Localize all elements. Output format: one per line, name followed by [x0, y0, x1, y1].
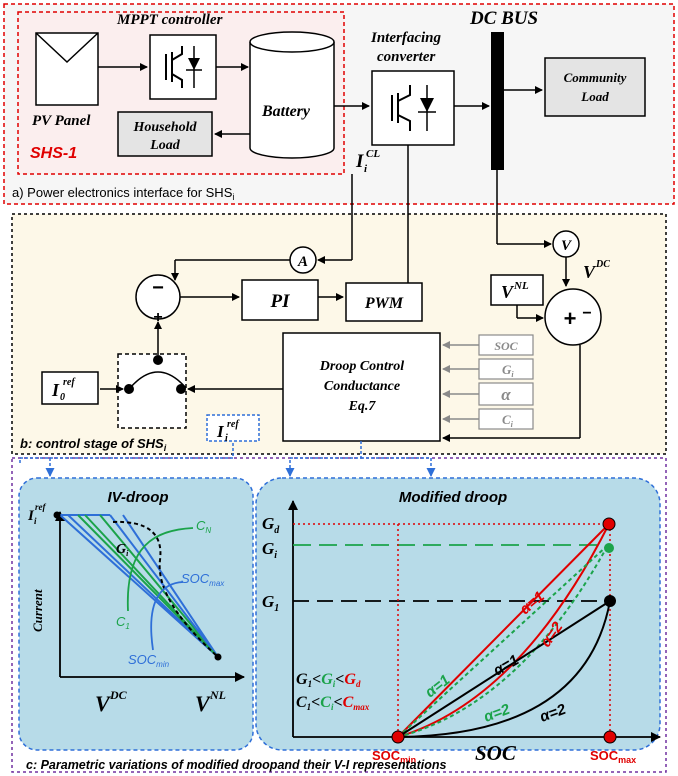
iv-cn-label: CN: [196, 518, 211, 535]
iv-droop-lines: [59, 514, 219, 658]
svg-text:DC: DC: [109, 688, 128, 702]
iv-socmax-label: SOCmax: [181, 571, 225, 588]
interfacing-label-line2: converter: [377, 49, 435, 65]
mppt-converter-icon: [149, 34, 217, 100]
i0-ref-box: [41, 371, 99, 405]
battery-label: Battery: [261, 103, 311, 120]
pwm-box: [345, 282, 423, 322]
iref-box: [206, 414, 260, 442]
interfacing-converter-icon: [371, 70, 455, 146]
svg-text:V: V: [195, 691, 212, 716]
iv-c1-label: C1: [116, 614, 130, 631]
pv-panel-icon: [35, 32, 99, 106]
svg-text:DC: DC: [595, 259, 610, 270]
battery-icon: [249, 31, 335, 159]
md-title: Modified droop: [399, 489, 507, 506]
household-load-line1: Household: [132, 120, 197, 135]
community-load-box: [544, 57, 646, 117]
iv-droop-panel: [18, 477, 254, 751]
pi-controller-box: [241, 279, 319, 321]
household-load-box: [117, 111, 213, 157]
iv-y-top-label: I i ref: [27, 502, 46, 526]
vnl-box-main: V: [501, 282, 515, 302]
section-b-caption: b: control stage of SHSi: [20, 436, 167, 453]
svg-text:ref: ref: [35, 502, 46, 512]
section-a-caption: a) Power electronics interface for SHSi: [12, 185, 234, 202]
voltage-sum-minus: −: [582, 305, 591, 322]
section-b: A V V DC − + PI PWM V NL + −: [11, 145, 667, 455]
iv-gi-label: Gi: [116, 542, 129, 558]
dc-bus-label: DC BUS: [469, 8, 538, 29]
dc-bus-bar: [491, 32, 504, 170]
community-load-line2: Load: [580, 89, 609, 104]
mppt-controller-label: MPPT controller: [116, 12, 223, 28]
pwm-label: PWM: [364, 295, 404, 312]
droop-line1: Droop Control: [319, 359, 405, 374]
community-load-line1: Community: [564, 70, 627, 85]
ammeter-label: A: [297, 254, 308, 270]
vnl-box: [490, 274, 544, 306]
md-g1-label: G1: [262, 592, 279, 614]
interfacing-label-line1: Interfacing: [370, 30, 442, 46]
shs-1-label: SHS-1: [30, 145, 77, 162]
svg-text:I: I: [27, 508, 35, 524]
svg-text:i: i: [364, 163, 368, 175]
iv-x-axis-label: V DC: [95, 688, 128, 716]
svg-text:ref: ref: [227, 419, 240, 430]
svg-text:V: V: [583, 262, 597, 282]
vdc-label: V DC: [583, 259, 610, 282]
svg-text:I: I: [355, 151, 364, 172]
svg-text:NL: NL: [209, 688, 226, 702]
svg-text:ref: ref: [63, 377, 76, 388]
svg-text:I: I: [51, 380, 60, 400]
vnl-box-sup: NL: [513, 280, 529, 292]
pv-panel-label: PV Panel: [32, 113, 91, 129]
iref-label: I i ref: [216, 419, 240, 444]
iv-droop-title: IV-droop: [107, 489, 168, 506]
voltage-sum-plus: +: [564, 306, 577, 331]
svg-text:V: V: [95, 691, 112, 716]
section-a: PV Panel SHS-1 MPPT controller Battery H…: [3, 3, 675, 205]
svg-text:i: i: [34, 516, 37, 526]
md-x-axis-label: SOC: [475, 741, 517, 765]
section-c: IV-droop I i ref Gi CN SOCmax C1 SOCmin …: [11, 441, 667, 773]
md-curves: [397, 523, 611, 738]
section-c-caption: c: Parametric variations of modified dro…: [26, 758, 447, 772]
input-alpha-label: α: [501, 385, 511, 404]
md-gd-label: Gd: [262, 514, 280, 536]
svg-text:CL: CL: [366, 148, 380, 160]
svg-text:0: 0: [60, 392, 65, 403]
input-c-label: Ci: [502, 412, 514, 429]
svg-text:i: i: [225, 433, 228, 444]
droop-control-box: [282, 332, 441, 442]
iv-socmin-label: SOCmin: [128, 652, 170, 669]
md-gi-label: Gi: [262, 539, 277, 561]
md-inequality-c: C1<Ci<Cmax: [296, 694, 370, 712]
error-sum-minus: −: [152, 277, 164, 299]
md-socmin-label: SOCmin: [372, 748, 416, 765]
voltmeter-label: V: [561, 238, 573, 254]
droop-line3: Eq.7: [348, 399, 377, 414]
error-sum-plus: +: [153, 309, 162, 326]
iv-vnl-label: V NL: [195, 688, 226, 716]
iv-y-axis-label: Current: [30, 589, 45, 632]
droop-line2: Conductance: [324, 379, 400, 394]
current-cl-label: I i CL: [355, 148, 380, 175]
input-g-label: Gi: [502, 362, 514, 379]
household-load-line2: Load: [149, 138, 181, 153]
i0-ref-label: I 0 ref: [51, 377, 76, 403]
md-inequality-g: G1<Gi<Gd: [296, 671, 361, 689]
voltage-sum-junction: [544, 288, 602, 346]
modified-droop-panel: [255, 477, 661, 751]
md-socmax-label: SOCmax: [590, 748, 636, 765]
svg-text:I: I: [216, 422, 225, 441]
pi-label: PI: [270, 291, 291, 312]
input-soc-label: SOC: [494, 339, 518, 353]
